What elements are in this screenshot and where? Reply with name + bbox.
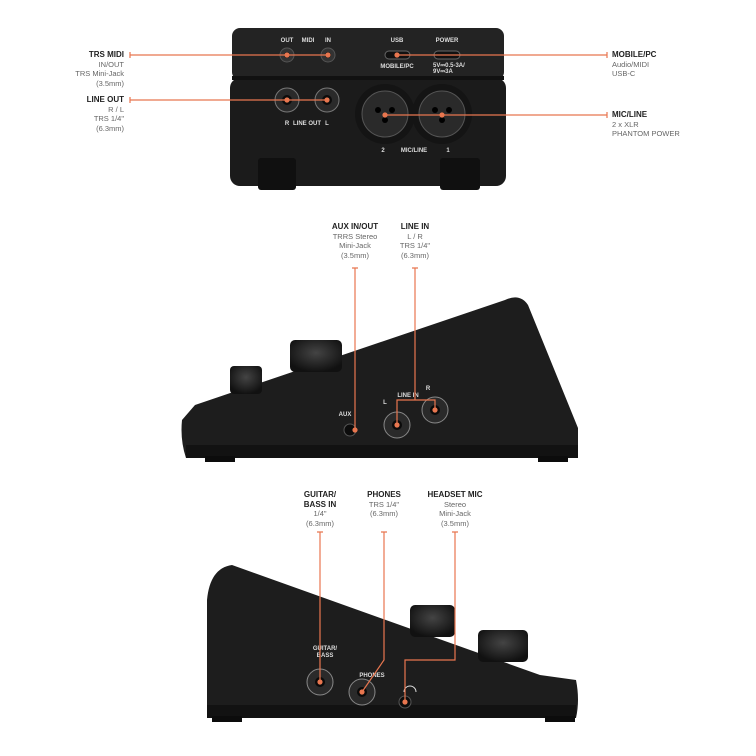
svg-text:L: L: [383, 400, 387, 406]
svg-text:MIC/LINE: MIC/LINE: [401, 148, 427, 154]
svg-text:L: L: [325, 121, 329, 127]
svg-text:1: 1: [446, 148, 450, 154]
svg-text:LINE OUT: LINE OUT: [293, 121, 321, 127]
svg-text:AUX: AUX: [339, 412, 352, 418]
svg-text:BASS: BASS: [317, 653, 334, 659]
callout-lines-right-side: [352, 267, 438, 433]
knob: [410, 605, 455, 637]
callout-guitar-bass-in: GUITAR/BASS IN 1/4"(6.3mm): [303, 490, 337, 528]
knob: [478, 630, 528, 662]
svg-text:POWER: POWER: [436, 38, 459, 44]
svg-text:MIDI: MIDI: [302, 38, 315, 44]
svg-text:LINE IN: LINE IN: [397, 393, 418, 399]
svg-text:OUT: OUT: [281, 38, 294, 44]
svg-text:9V⎓3A: 9V⎓3A: [433, 69, 453, 75]
headphones-icon: [403, 685, 417, 693]
top-view-device: OUT MIDI IN USB POWER MOBILE/PC 5V⎓0.5-3…: [230, 28, 506, 190]
callout-lines-top: [129, 52, 608, 118]
callout-lines-left-side: [317, 531, 458, 705]
svg-text:IN: IN: [325, 38, 331, 44]
right-side-view-device: AUX L LINE IN R: [181, 297, 578, 462]
svg-text:GUITAR/: GUITAR/: [313, 646, 338, 652]
svg-text:R: R: [285, 121, 290, 127]
knob: [230, 366, 262, 394]
svg-text:R: R: [426, 386, 431, 392]
svg-text:2: 2: [381, 148, 385, 154]
knob: [290, 340, 342, 372]
callout-phones: PHONES TRS 1/4"(6.3mm): [367, 490, 401, 518]
svg-text:PHONES: PHONES: [359, 673, 384, 679]
svg-text:5V⎓0.5-3A/: 5V⎓0.5-3A/: [433, 63, 465, 69]
left-side-view-device: GUITAR/ BASS PHONES: [207, 565, 578, 722]
svg-text:USB: USB: [391, 38, 404, 44]
svg-text:MOBILE/PC: MOBILE/PC: [380, 64, 414, 70]
